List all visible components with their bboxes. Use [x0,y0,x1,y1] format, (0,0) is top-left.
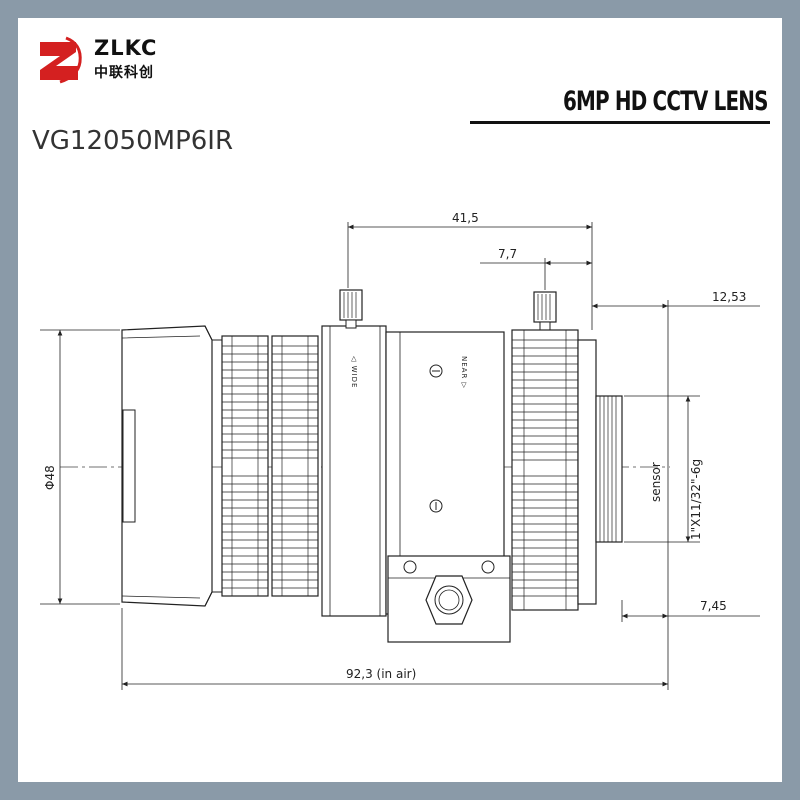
thread-label: 1"X11/32"-6g [689,459,703,540]
rear-section [577,339,597,605]
dim-label-7-7: 7,7 [498,247,517,261]
tripod-mount [387,555,511,643]
dim-label-92-3: 92,3 (in air) [346,667,416,681]
near-label: NEAR ▷ [460,356,468,389]
sensor-label: sensor [649,462,663,502]
brand-name: ZLKC [94,36,158,60]
brand-name-cn: 中联科创 [94,65,154,81]
dim-label-7-45: 7,45 [700,599,727,613]
focus-ring [511,329,579,611]
zoom-lock-screw [339,289,363,329]
title-underline [470,121,770,124]
dim-label-12-53: 12,53 [712,290,746,304]
front-slot [122,409,136,523]
c-mount-thread [595,395,623,543]
dim-label-41-5: 41,5 [452,211,479,225]
zlkc-logo-icon [40,36,82,84]
zoom-housing [321,325,387,617]
knurled-ring-1 [221,335,269,597]
model-number: VG12050MP6IR [32,126,234,156]
focus-lock-screw [533,291,557,331]
product-title: 6MP HD CCTV LENS [563,86,769,117]
wide-label: ◁ WIDE [350,356,358,388]
dim-label-diameter: Φ48 [43,465,57,490]
knurled-ring-2 [271,335,319,597]
